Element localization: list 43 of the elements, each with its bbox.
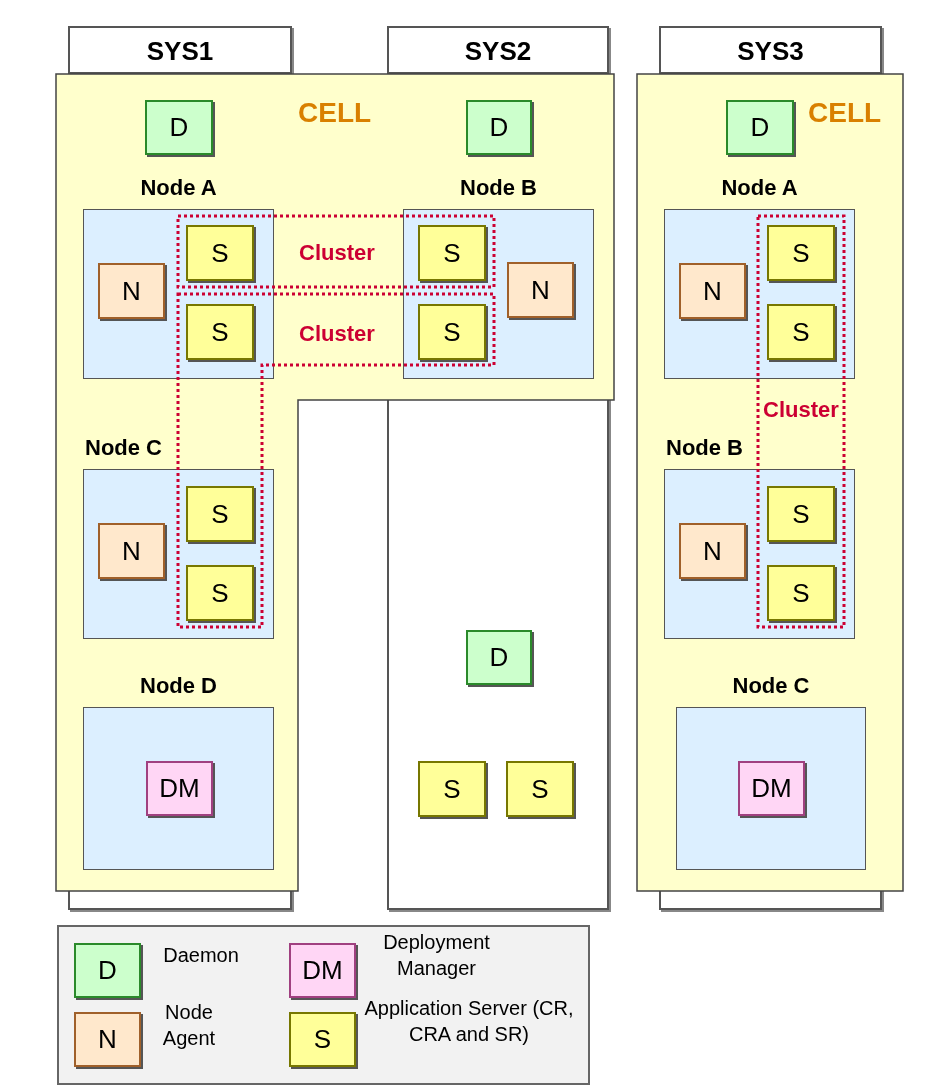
daemon-box: D [145, 100, 213, 155]
server-box: S [186, 565, 254, 621]
legend-swatch: N [74, 1012, 141, 1067]
node-title: Node C [731, 673, 811, 699]
system-title: SYS1 [145, 36, 215, 67]
system-title: SYS3 [736, 36, 805, 67]
node-agent-box: N [507, 262, 574, 318]
server-box: S [767, 486, 835, 542]
node-title: Node D [139, 673, 218, 699]
server-box: S [767, 565, 835, 621]
server-box: S [186, 304, 254, 360]
legend-swatch: S [289, 1012, 356, 1067]
legend-text: Node Agent [161, 1000, 217, 1051]
node-agent-box: N [679, 523, 746, 579]
legend-text: Daemon [162, 943, 240, 968]
manager-box: DM [146, 761, 213, 816]
server-box: S [186, 486, 254, 542]
daemon-box: D [466, 630, 532, 685]
node-title: Node B [666, 435, 743, 461]
legend-swatch: D [74, 943, 141, 998]
server-box: S [418, 761, 486, 817]
cell-title: CELL [808, 97, 882, 129]
node-title: Node B [459, 175, 538, 201]
system-title: SYS2 [463, 36, 533, 67]
server-box: S [186, 225, 254, 281]
daemon-box: D [726, 100, 794, 155]
node-title: Node C [85, 435, 162, 461]
legend-swatch: DM [289, 943, 356, 998]
node-title: Node A [139, 175, 218, 201]
node-agent-box: N [98, 523, 165, 579]
server-box: S [767, 225, 835, 281]
daemon-box: D [466, 100, 532, 155]
legend-text: Deployment Manager [382, 930, 491, 981]
server-box: S [767, 304, 835, 360]
node-agent-box: N [679, 263, 746, 319]
node-title: Node A [720, 175, 799, 201]
server-box: S [506, 761, 574, 817]
cell-title: CELL [298, 97, 372, 129]
manager-box: DM [738, 761, 805, 816]
node-agent-box: N [98, 263, 165, 319]
server-box: S [418, 304, 486, 360]
legend-text: Application Server (CR, CRA and SR) [363, 996, 575, 1047]
server-box: S [418, 225, 486, 281]
